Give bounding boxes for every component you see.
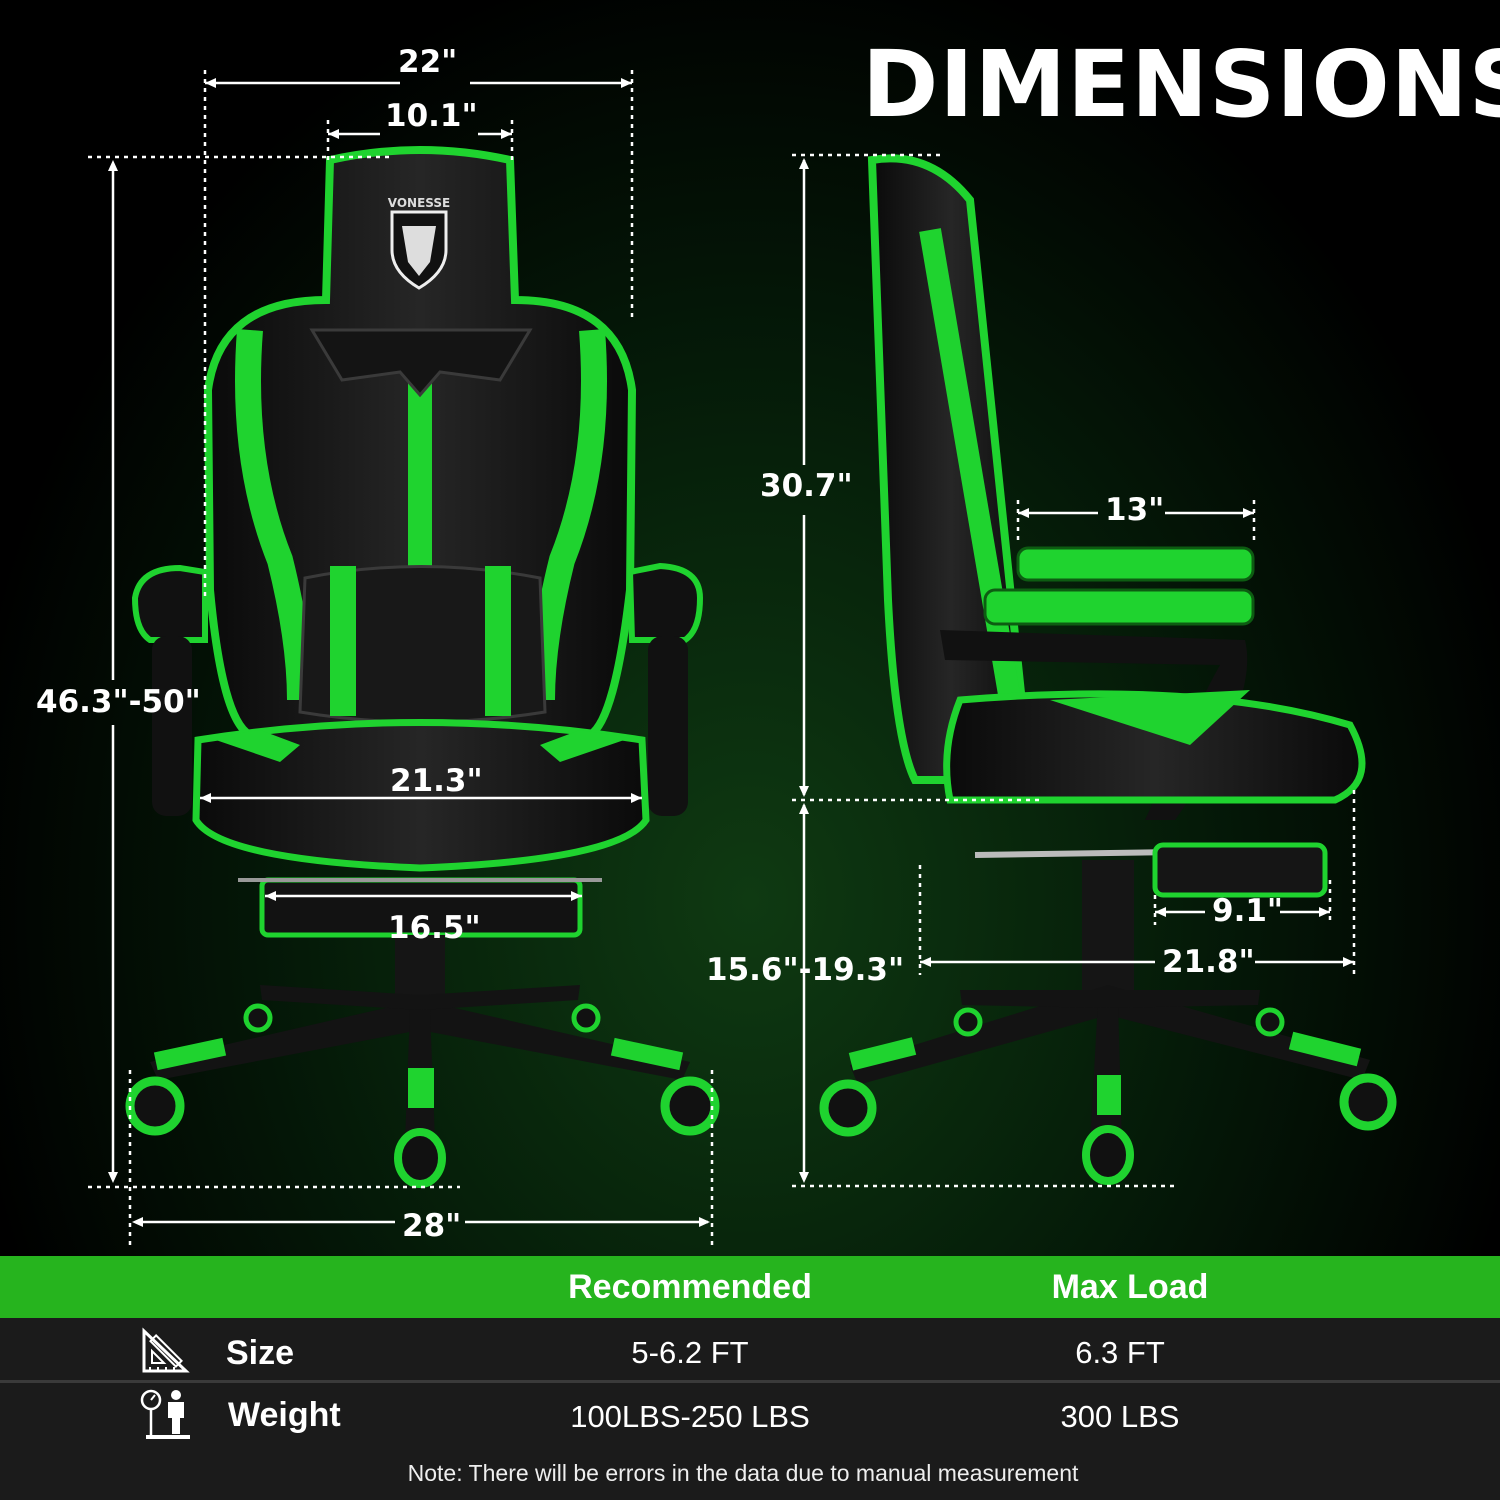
side-dimension-lines xyxy=(792,153,1356,1188)
dim-width-overall: 22" xyxy=(398,44,458,80)
weight-max: 300 LBS xyxy=(1060,1399,1180,1434)
dim-headrest-width: 10.1" xyxy=(385,98,478,134)
size-max: 6.3 FT xyxy=(1075,1335,1165,1370)
page-title: DIMENSIONS xyxy=(862,31,1500,138)
side-chair xyxy=(819,154,1397,1185)
side-arrow-heads xyxy=(799,158,1354,1183)
dim-seat-width: 21.3" xyxy=(390,763,483,799)
header-max-load: Max Load xyxy=(1051,1268,1209,1306)
scale-person-icon xyxy=(140,1389,190,1439)
table-header-band xyxy=(0,1256,1500,1318)
row-divider xyxy=(0,1380,1500,1383)
front-head-pillow xyxy=(309,328,533,398)
weight-recommended: 100LBS-250 LBS xyxy=(570,1399,810,1434)
brand-logo-text: VONESSE xyxy=(388,196,450,210)
side-seat xyxy=(943,690,1366,804)
row-label-weight: Weight xyxy=(228,1396,341,1434)
dim-footrest-width: 16.5" xyxy=(388,910,481,946)
note-band xyxy=(0,1446,1500,1500)
measurement-note: Note: There will be errors in the data d… xyxy=(407,1460,1079,1486)
dim-armrest-length: 13" xyxy=(1105,492,1165,528)
table-row xyxy=(0,1383,1500,1446)
front-chair: VONESSE xyxy=(125,146,720,1188)
row-label-size: Size xyxy=(226,1334,295,1372)
header-recommended: Recommended xyxy=(568,1268,812,1306)
front-arrow-heads xyxy=(108,78,710,1227)
ruler-triangle-icon xyxy=(142,1327,190,1373)
table-row xyxy=(0,1318,1500,1380)
dim-height-total: 46.3"-50" xyxy=(36,684,201,720)
front-dimension-lines xyxy=(88,70,714,1250)
dim-seat-depth: 21.8" xyxy=(1162,944,1255,980)
chair-illustrations: VONESSE xyxy=(88,70,1397,1250)
size-recommended: 5-6.2 FT xyxy=(631,1335,749,1370)
dim-backrest-height: 30.7" xyxy=(760,468,853,504)
dim-seat-height: 15.6"-19.3" xyxy=(706,952,905,988)
front-seat xyxy=(192,719,650,872)
front-lumbar-pillow xyxy=(298,565,547,724)
dim-base-width: 28" xyxy=(402,1208,462,1244)
dim-footrest-depth: 9.1" xyxy=(1212,893,1284,929)
